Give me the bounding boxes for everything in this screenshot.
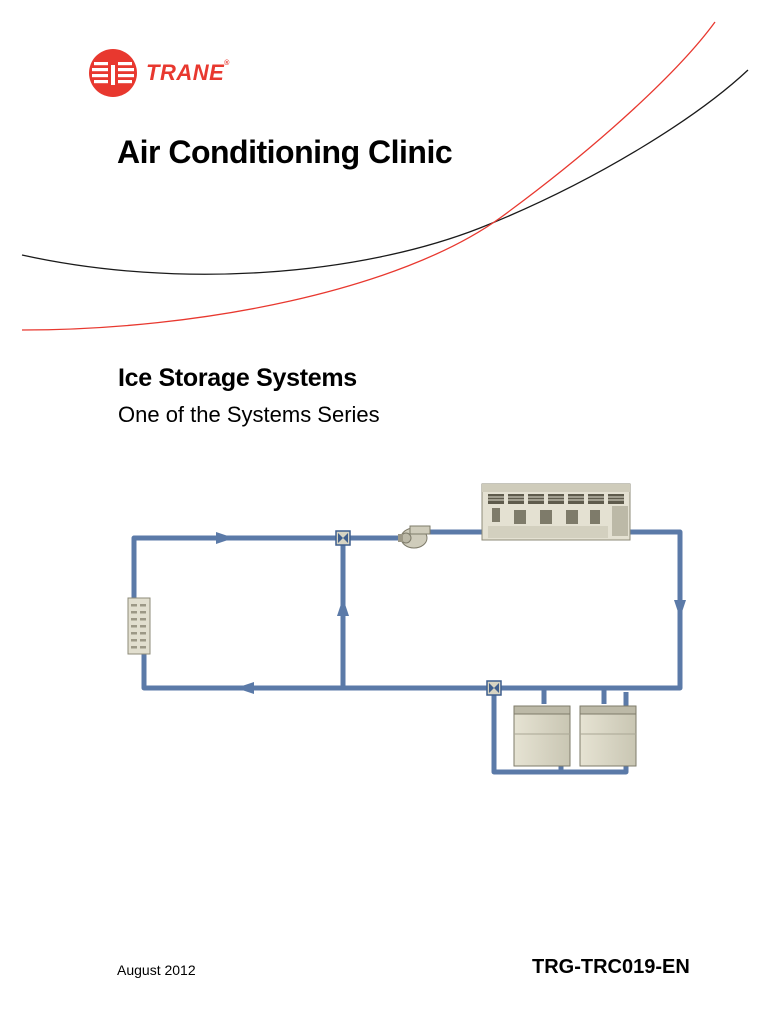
document-title: Ice Storage Systems <box>118 364 357 392</box>
pump-icon <box>398 525 431 549</box>
air-handler-coil-icon <box>127 597 151 655</box>
document-subtitle: One of the Systems Series <box>118 402 380 427</box>
flow-arrow-left <box>236 682 254 694</box>
trane-wordmark: TRANE® <box>146 60 230 85</box>
flow-arrows <box>216 532 686 694</box>
red-swoosh-line <box>21 21 716 331</box>
flow-arrow-right <box>216 532 234 544</box>
diverting-valve-icon <box>335 530 351 546</box>
ice-storage-tank-icon <box>513 705 571 767</box>
trane-logo-mark-icon <box>89 49 137 97</box>
series-title: Air Conditioning Clinic <box>117 134 453 170</box>
air-cooled-chiller-icon <box>481 483 631 541</box>
mixing-valve-icon <box>486 680 502 696</box>
ice-storage-system-diagram <box>127 483 686 775</box>
document-number: TRG-TRC019-EN <box>532 956 690 978</box>
black-swoosh-line <box>21 69 749 275</box>
publication-date: August 2012 <box>117 962 196 978</box>
trane-logo: TRANE® <box>88 48 248 102</box>
flow-arrow-up <box>337 598 349 616</box>
flow-arrow-down <box>674 600 686 618</box>
ice-storage-tank-icon <box>579 705 637 767</box>
